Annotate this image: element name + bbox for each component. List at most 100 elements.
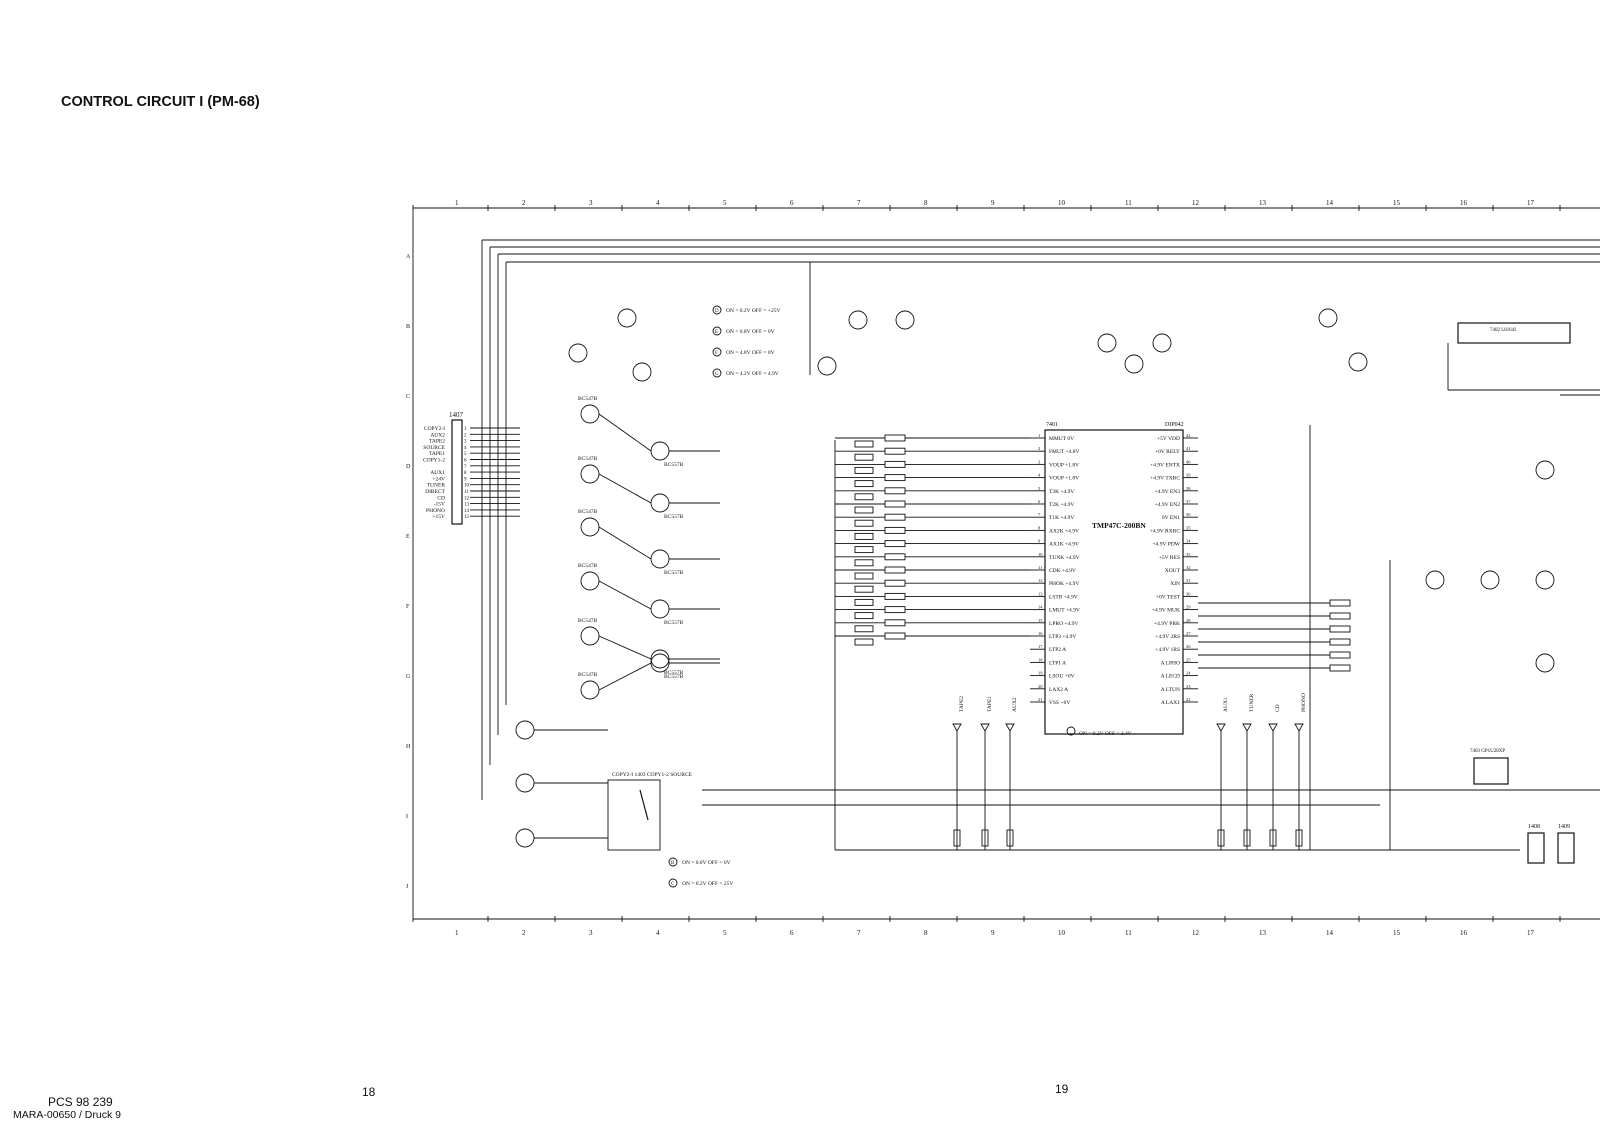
grid-col-label: 14 xyxy=(1326,929,1334,937)
connector-pin-label: TAPE1 xyxy=(429,451,445,457)
page-number-left: 18 xyxy=(362,1085,376,1099)
svg-text:4: 4 xyxy=(1038,473,1041,478)
npn-transistor xyxy=(580,680,600,700)
regulator-7403: 7403 GP1U28XP xyxy=(1470,749,1509,785)
connector-pin-label: SOURCE xyxy=(423,445,445,451)
connector-pin-number: 2 xyxy=(464,433,467,438)
grid-col-label: 1 xyxy=(455,929,459,937)
svg-text:2: 2 xyxy=(1038,446,1040,451)
led-diode xyxy=(952,723,962,732)
svg-text:35: 35 xyxy=(1186,525,1191,530)
grid-col-label: 3 xyxy=(589,929,593,937)
grid-col-label: 2 xyxy=(522,929,526,937)
grid-row-label: H xyxy=(406,744,411,750)
connector-pin-label: DIRECT xyxy=(425,489,446,495)
transistor-type: BC547B xyxy=(578,563,598,569)
resistor xyxy=(884,566,906,574)
legend-text: ON = 4.8V OFF = 0V xyxy=(726,350,775,356)
ic-pin-left: MMUT 0V xyxy=(1049,436,1074,442)
footer-reference: MARA-00650 / Druck 9 xyxy=(13,1109,121,1121)
ic-pin-left: VOUP +1.8V xyxy=(1049,476,1079,482)
legend-marker xyxy=(668,857,678,867)
resistor xyxy=(1243,829,1251,847)
connector-pin-label: COPY1-2 xyxy=(423,458,445,464)
resistor xyxy=(884,500,906,508)
connector-pin-number: 4 xyxy=(464,446,467,451)
ic-pin-left: LSTB +4.9V xyxy=(1049,594,1078,600)
svg-text:1408: 1408 xyxy=(1528,824,1540,830)
connector-pin-label: AUX1 xyxy=(430,470,445,476)
page-number-right: 19 xyxy=(1055,1082,1069,1096)
resistor xyxy=(854,532,874,540)
grid-col-label: 9 xyxy=(991,929,995,937)
legend-marker xyxy=(712,326,722,336)
grid-col-label: 11 xyxy=(1125,929,1132,937)
svg-text:21: 21 xyxy=(1038,697,1043,702)
resistor xyxy=(854,480,874,488)
grid-col-label: 5 xyxy=(723,929,727,937)
connector-pin-label: TAPE2 xyxy=(429,439,445,445)
resistor xyxy=(953,829,961,847)
grid-col-label: 7 xyxy=(857,929,861,937)
grid-row-label: J xyxy=(406,884,409,890)
resistor xyxy=(884,579,906,587)
connector-pin-number: 6 xyxy=(464,459,467,464)
svg-text:29: 29 xyxy=(1186,605,1191,610)
legend-text: ON = 0.2V OFF = +25V xyxy=(726,308,780,314)
resistor xyxy=(884,606,906,614)
ic-pin-left: TUNK +4.9V xyxy=(1049,555,1080,561)
legend-marker xyxy=(668,878,678,888)
legend-text: ON = 0.8V OFF = 0V xyxy=(726,329,775,335)
grid-col-label: 16 xyxy=(1460,199,1468,207)
resistor xyxy=(884,447,906,455)
resistor xyxy=(884,592,906,600)
svg-text:25: 25 xyxy=(1186,657,1191,662)
resistor xyxy=(854,572,874,580)
led-label: AUX2 xyxy=(1012,697,1018,712)
legend-text: ON = 4.2V OFF = 4.9V xyxy=(726,371,779,377)
ic-pin-right: +5V RES xyxy=(1159,555,1180,561)
ic-pin-left: T3K +4.9V xyxy=(1049,489,1074,495)
svg-text:B: B xyxy=(671,861,675,866)
ic-pin-right: +4.9V RXRC xyxy=(1150,528,1181,534)
resistor xyxy=(981,829,989,847)
resistor xyxy=(854,625,874,633)
svg-text:31: 31 xyxy=(1186,578,1191,583)
transistor-type: BC547B xyxy=(578,396,598,402)
resistor xyxy=(854,598,874,606)
npn-transistor xyxy=(580,464,600,484)
connector-pin-number: 11 xyxy=(464,490,469,495)
ic-pin-right: +4.9V 1RS xyxy=(1155,647,1180,653)
npn-transistor xyxy=(580,517,600,537)
transistor-type: BC557B xyxy=(664,514,684,520)
ic-pin-left: LAX2 A xyxy=(1049,687,1068,693)
led-diode xyxy=(1216,723,1226,732)
transistor-type: BC547B xyxy=(578,456,598,462)
legend-text: ON = 0.2V OFF = 25V xyxy=(682,881,733,887)
ic-pin-right: +4.9V PDW xyxy=(1153,542,1181,548)
pnp-transistor xyxy=(650,599,670,619)
grid-col-label: 4 xyxy=(656,929,660,937)
grid-row-label: B xyxy=(406,324,410,330)
grid-col-label: 6 xyxy=(790,199,794,207)
ic-pin-right: XOUT xyxy=(1165,568,1181,574)
npn-transistor xyxy=(580,626,600,646)
svg-text:24: 24 xyxy=(1186,671,1191,676)
footer-code: PCS 98 239 xyxy=(48,1095,113,1109)
bus-lines xyxy=(481,239,1600,800)
legend-text: ON = 0.8V OFF = 0V xyxy=(682,860,731,866)
connector-pin-label: COPY2-I xyxy=(424,426,445,432)
connector-pin-label: CD xyxy=(437,495,445,501)
resistor xyxy=(884,513,906,521)
schematic-frame xyxy=(412,205,1600,922)
legend-marker xyxy=(712,347,722,357)
svg-text:26: 26 xyxy=(1186,644,1191,649)
ic-pin-right: +4.9V PRK xyxy=(1154,621,1180,627)
resistor xyxy=(1329,651,1351,659)
ic-pin-left: CDK +4.9V xyxy=(1049,568,1076,574)
led-label: AUX1 xyxy=(1223,697,1229,712)
connector-ref: 1407 xyxy=(449,411,464,419)
resistor xyxy=(884,487,906,495)
